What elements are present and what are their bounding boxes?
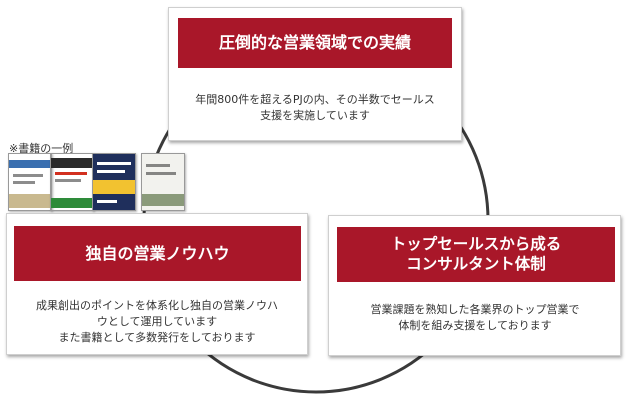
card-description: 営業課題を熟知した各業界のトップ営業で 体制を組み支援をしております xyxy=(370,303,580,332)
card-consultant-team: トップセールスから成る コンサルタント体制 営業課題を熟知した各業界のトップ営業… xyxy=(328,215,621,356)
book-cover-icon xyxy=(141,153,185,211)
card-description: 成果創出のポイントを体系化し独自の営業ノウハ ウとして運用しています また書籍と… xyxy=(36,299,278,344)
card-track-record: 圧倒的な営業領域での実績 年間800件を超えるPJの内、その半数でセールス 支援… xyxy=(168,7,462,141)
card-description: 年間800件を超えるPJの内、その半数でセールス 支援を実施しています xyxy=(195,93,435,122)
books-caption: ※書籍の一例 xyxy=(9,142,74,155)
card-title: 圧倒的な営業領域での実績 xyxy=(178,18,452,68)
book-cover-icon xyxy=(8,153,52,211)
book-cover-icon xyxy=(50,153,94,211)
card-sales-knowhow: 独自の営業ノウハウ 成果創出のポイントを体系化し独自の営業ノウハ ウとして運用し… xyxy=(6,213,308,355)
card-title: トップセールスから成る コンサルタント体制 xyxy=(337,227,615,282)
book-cover-icon xyxy=(92,153,136,211)
card-title: 独自の営業ノウハウ xyxy=(14,226,301,281)
